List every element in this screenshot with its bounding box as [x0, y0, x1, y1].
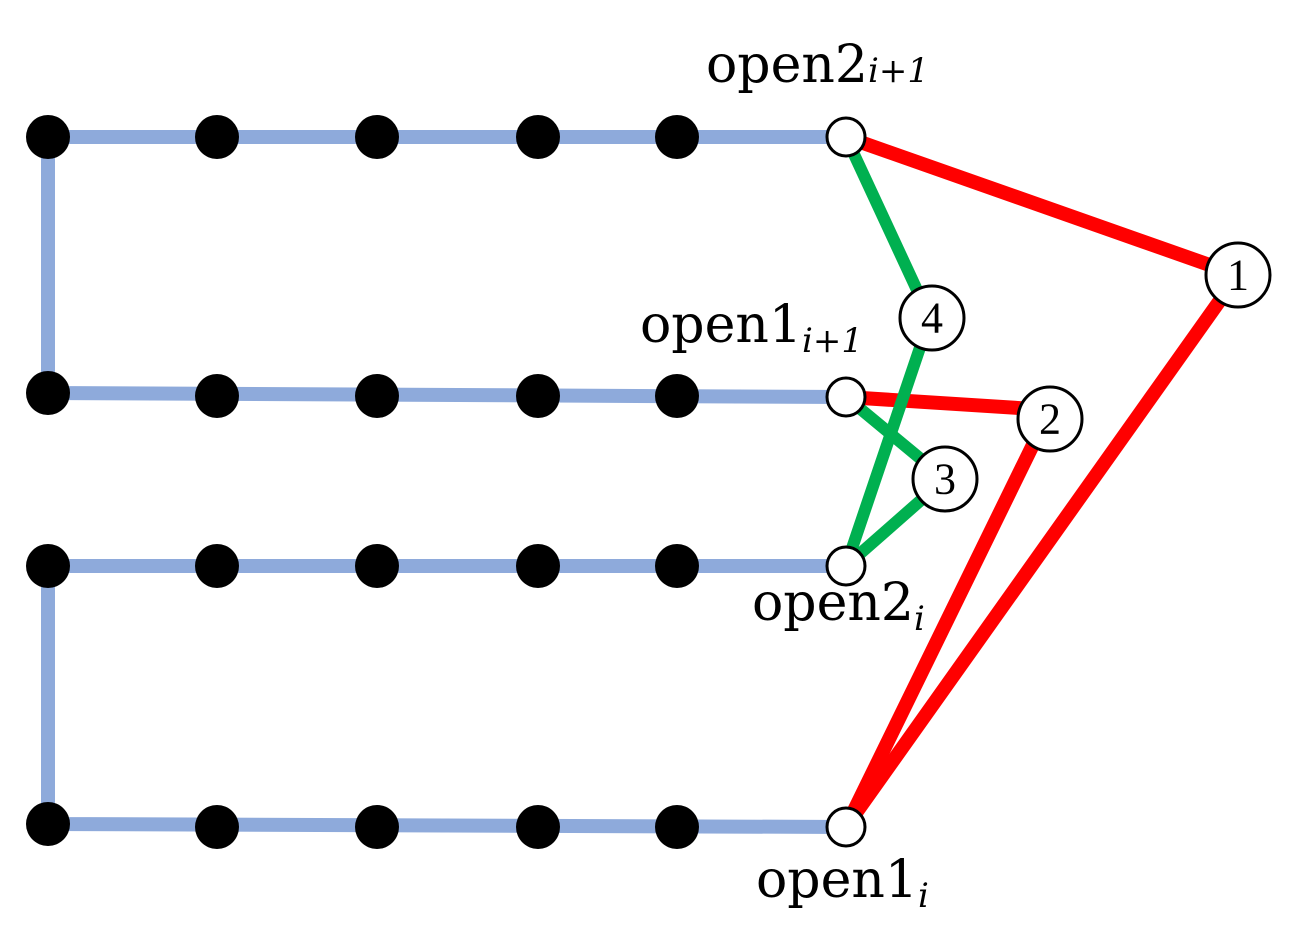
label-open2-cur-sub: i — [914, 599, 925, 639]
node — [516, 374, 560, 418]
blue-path-upper — [41, 130, 847, 404]
node — [655, 805, 699, 849]
numbered-node-4: 4 — [898, 284, 966, 352]
node — [26, 802, 70, 846]
label-open1-next: open1i+1 — [640, 295, 863, 361]
green-edge-4-to-open2cur — [840, 316, 936, 568]
node — [355, 374, 399, 418]
label-open1-next-sub: i+1 — [802, 321, 863, 361]
node — [195, 805, 239, 849]
numbered-node-3: 3 — [911, 445, 979, 513]
node — [355, 544, 399, 588]
open-nodes — [825, 116, 867, 848]
node — [26, 371, 70, 415]
node — [655, 544, 699, 588]
red-edge-2-to-open1cur — [839, 406, 1057, 831]
label-open2-next-main: open2 — [706, 35, 868, 95]
label-open2-cur: open2i — [752, 573, 925, 639]
node — [516, 805, 560, 849]
filled-nodes — [26, 115, 699, 849]
node — [195, 374, 239, 418]
label-open2-cur-main: open2 — [752, 573, 914, 633]
numbered-node-3-label: 3 — [934, 455, 956, 504]
node-labels: open2i+1 open1i+1 open2i open1i — [640, 35, 929, 916]
red-edges — [839, 130, 1244, 832]
node — [26, 544, 70, 588]
blue-path-lower — [41, 559, 847, 834]
node — [655, 374, 699, 418]
label-open1-cur: open1i — [756, 850, 929, 916]
numbered-node-4-label: 4 — [921, 294, 943, 343]
node — [195, 115, 239, 159]
label-open1-cur-sub: i — [918, 876, 929, 916]
label-open1-next-main: open1 — [640, 295, 802, 355]
node — [516, 544, 560, 588]
node — [355, 805, 399, 849]
blue-path — [41, 130, 847, 834]
open-node-open2-next — [825, 116, 867, 158]
open-node-open1-cur — [825, 806, 867, 848]
open-node-open2-cur — [825, 545, 867, 587]
open-node-open1-next — [825, 376, 867, 418]
label-open2-next-sub: i+1 — [868, 51, 929, 91]
red-edge-open2next-to-1 — [843, 130, 1241, 282]
red-edge-open1next-to-2 — [845, 390, 1051, 417]
node — [195, 544, 239, 588]
node — [655, 115, 699, 159]
numbered-node-1: 1 — [1204, 241, 1272, 309]
red-edge-1-to-open1cur — [840, 270, 1244, 832]
node — [516, 115, 560, 159]
numbered-nodes: 1 2 3 4 — [898, 241, 1272, 513]
node — [355, 115, 399, 159]
numbered-node-2: 2 — [1016, 385, 1084, 453]
label-open1-cur-main: open1 — [756, 850, 918, 910]
numbered-node-2-label: 2 — [1039, 395, 1061, 444]
green-edge-open2next-to-4 — [840, 134, 936, 321]
label-open2-next: open2i+1 — [706, 35, 929, 95]
node — [26, 115, 70, 159]
numbered-node-1-label: 1 — [1227, 251, 1249, 300]
